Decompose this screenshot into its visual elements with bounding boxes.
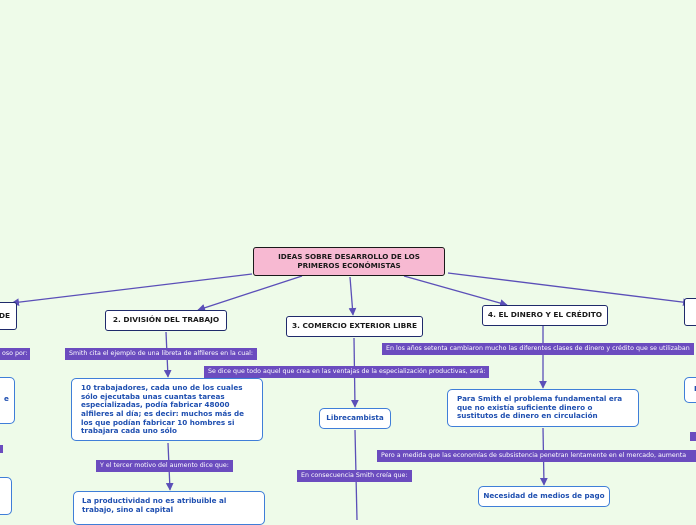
topic-dinero-credito[interactable]: 4. EL DINERO Y EL CRÉDITO	[482, 305, 608, 326]
topic-left-partial-label: DE	[0, 310, 10, 320]
label-anos-setenta-text: En los años setenta cambiaron mucho las …	[386, 345, 690, 352]
label-tercer-motivo-text: Y el tercer motivo del aumento dice que:	[100, 462, 229, 469]
subtopic-problema-fundamental-text: Para Smith el problema fundamental era q…	[457, 394, 623, 421]
subtopic-necesidad-medios-text: Necesidad de medios de pago	[483, 491, 605, 501]
label-subsistencia-text: Pero a medida que las economías de subsi…	[381, 452, 687, 459]
edge-root-left	[11, 273, 253, 307]
subtopic-right-partial[interactable]: E	[684, 377, 696, 403]
label-especializacion-text: Se dice que todo aquel que crea en las v…	[208, 368, 486, 375]
label-especializacion: Se dice que todo aquel que crea en las v…	[204, 366, 490, 378]
edge-root-comercio	[348, 276, 357, 316]
root-node[interactable]: IDEAS SOBRE DESARROLLO DE LOS PRIMEROS E…	[253, 247, 445, 276]
topic-right-partial[interactable]	[684, 298, 696, 326]
subtopic-librecambista[interactable]: Librecambista	[319, 408, 391, 429]
edge-root-dinero	[403, 275, 508, 307]
subtopic-productividad[interactable]: La productividad no es atribuible al tra…	[73, 491, 265, 525]
topic-comercio-exterior-label: 3. COMERCIO EXTERIOR LIBRE	[291, 321, 417, 331]
subtopic-problema-fundamental[interactable]: Para Smith el problema fundamental era q…	[447, 389, 639, 427]
label-subsistencia: Pero a medida que las economías de subsi…	[377, 450, 696, 462]
subtopic-necesidad-medios[interactable]: Necesidad de medios de pago	[478, 486, 610, 507]
label-left-marker	[0, 445, 3, 453]
topic-dinero-credito-label: 4. EL DINERO Y EL CRÉDITO	[487, 310, 603, 320]
topic-division-trabajo[interactable]: 2. DIVISIÓN DEL TRABAJO	[105, 310, 227, 331]
subtopic-diez-trabajadores-text: 10 trabajadores, cada uno de los cuales …	[81, 383, 244, 436]
label-libreta-alfileres: Smith cita el ejemplo de una libreta de …	[65, 348, 257, 360]
label-tercer-motivo: Y el tercer motivo del aumento dice que:	[96, 460, 233, 472]
label-left-partial-text: oso por:	[2, 350, 28, 357]
topic-division-trabajo-label: 2. DIVISIÓN DEL TRABAJO	[112, 315, 220, 325]
label-consecuencia: En consecuencia Smith creía que:	[297, 470, 412, 482]
subtopic-productividad-text: La productividad no es atribuible al tra…	[82, 496, 227, 514]
subtopic-diez-trabajadores[interactable]: 10 trabajadores, cada uno de los cuales …	[71, 378, 263, 441]
label-consecuencia-text: En consecuencia Smith creía que:	[301, 472, 408, 479]
label-right-marker	[690, 432, 696, 441]
subtopic-librecambista-text: Librecambista	[326, 413, 384, 423]
edge-root-division	[197, 275, 303, 312]
topic-left-partial[interactable]: DE	[0, 302, 17, 330]
label-anos-setenta: En los años setenta cambiaron mucho las …	[382, 343, 694, 355]
label-libreta-alfileres-text: Smith cita el ejemplo de una libreta de …	[69, 350, 253, 357]
subtopic-left-partial-2[interactable]	[0, 477, 12, 515]
label-left-partial: oso por:	[0, 348, 30, 360]
root-label: IDEAS SOBRE DESARROLLO DE LOS PRIMEROS E…	[278, 252, 420, 270]
topic-comercio-exterior[interactable]: 3. COMERCIO EXTERIOR LIBRE	[286, 316, 423, 337]
subtopic-right-partial-text: E	[694, 384, 696, 393]
subtopic-left-partial-1-text: e	[4, 394, 9, 403]
edge-root-right	[447, 272, 691, 307]
subtopic-left-partial-1[interactable]: e	[0, 377, 15, 424]
